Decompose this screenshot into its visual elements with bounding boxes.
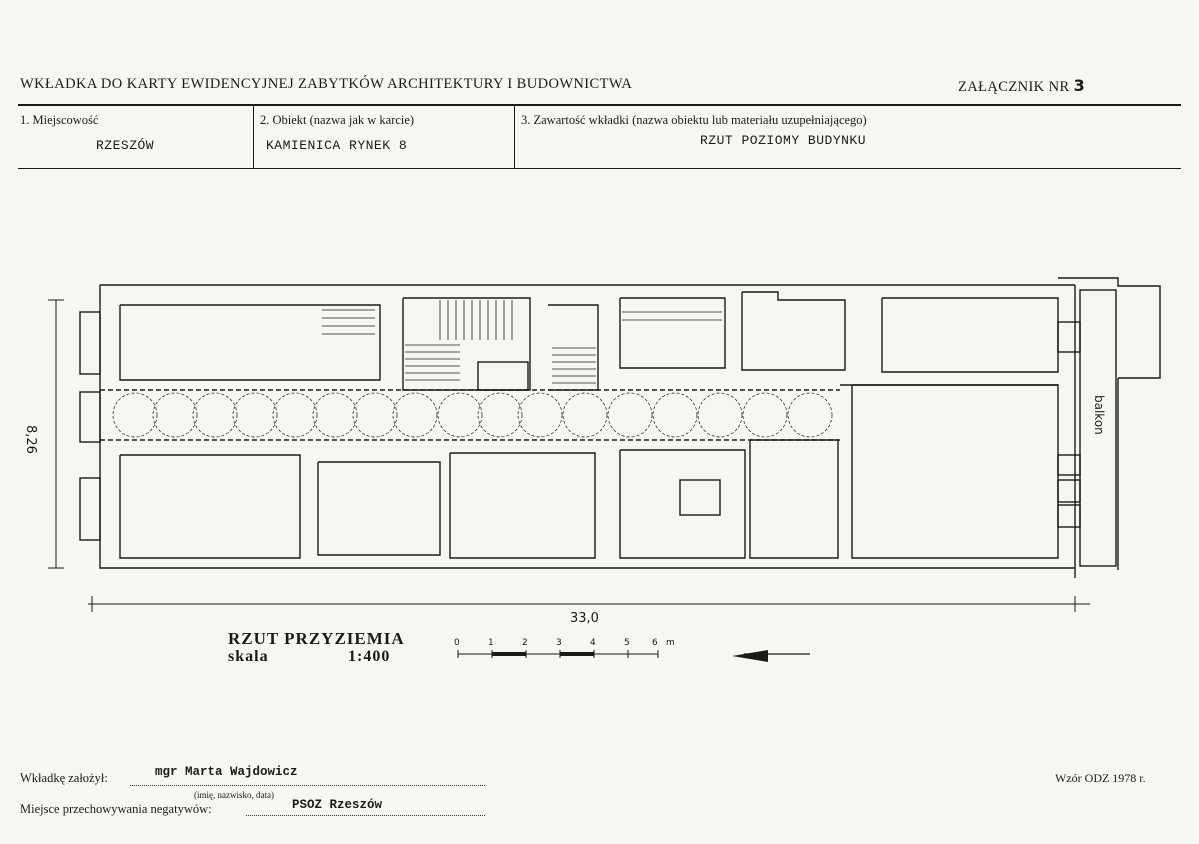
field-divider-2	[514, 106, 515, 168]
author-line	[130, 785, 485, 786]
width-dimension: 8,26	[23, 425, 38, 454]
author-value: mgr Marta Wajdowicz	[155, 765, 298, 779]
object-label: 2. Obiekt (nazwa jak w karcie)	[260, 113, 415, 127]
annex-label-text: ZAŁĄCZNIK NR	[958, 79, 1070, 95]
plan-title: RZUT PRZYZIEMIA	[228, 629, 405, 648]
storage-line	[246, 815, 485, 816]
storage-value: PSOZ Rzeszów	[292, 798, 383, 812]
plan-scale-label: skala	[228, 648, 269, 665]
annex-number: 3	[1073, 76, 1086, 95]
object-value: KAMIENICA RYNEK 8	[266, 138, 408, 153]
author-note: (imię, nazwisko, data)	[194, 790, 274, 800]
scale-tick-2: 2	[522, 638, 528, 648]
scale-tick-6: 6	[652, 638, 658, 648]
locality-label: 1. Miejscowość	[20, 113, 99, 127]
header-rule	[18, 104, 1181, 106]
storage-label: Miejsce przechowywania negatywów:	[20, 802, 212, 816]
length-dimension: 33,0	[570, 611, 599, 626]
scale-tick-3: 3	[556, 638, 562, 648]
north-arrow-icon	[732, 650, 810, 662]
fields-rule	[18, 168, 1181, 169]
field-divider-1	[253, 106, 254, 168]
content-label: 3. Zawartość wkładki (nazwa obiektu lub …	[521, 113, 867, 127]
scale-tick-0: 0	[454, 638, 460, 648]
balcony-label: balkon	[1092, 395, 1106, 435]
form-title: WKŁADKA DO KARTY EWIDENCYJNEJ ZABYTKÓW A…	[20, 76, 633, 92]
scale-tick-4: 4	[590, 638, 596, 648]
scale-unit: m	[666, 638, 675, 648]
content-value: RZUT POZIOMY BUDYNKU	[700, 133, 867, 148]
scale-tick-5: 5	[624, 638, 630, 648]
scale-bar	[457, 650, 659, 658]
floor-plan-drawing	[48, 277, 1161, 612]
locality-value: RZESZÓW	[96, 138, 155, 153]
annex-label: ZAŁĄCZNIK NR 3	[958, 76, 1085, 96]
plan-scale-value: 1:400	[348, 648, 391, 665]
author-label: Wkładkę założył:	[20, 771, 108, 785]
scale-tick-1: 1	[488, 638, 494, 648]
template-note: Wzór ODZ 1978 r.	[1055, 771, 1146, 785]
